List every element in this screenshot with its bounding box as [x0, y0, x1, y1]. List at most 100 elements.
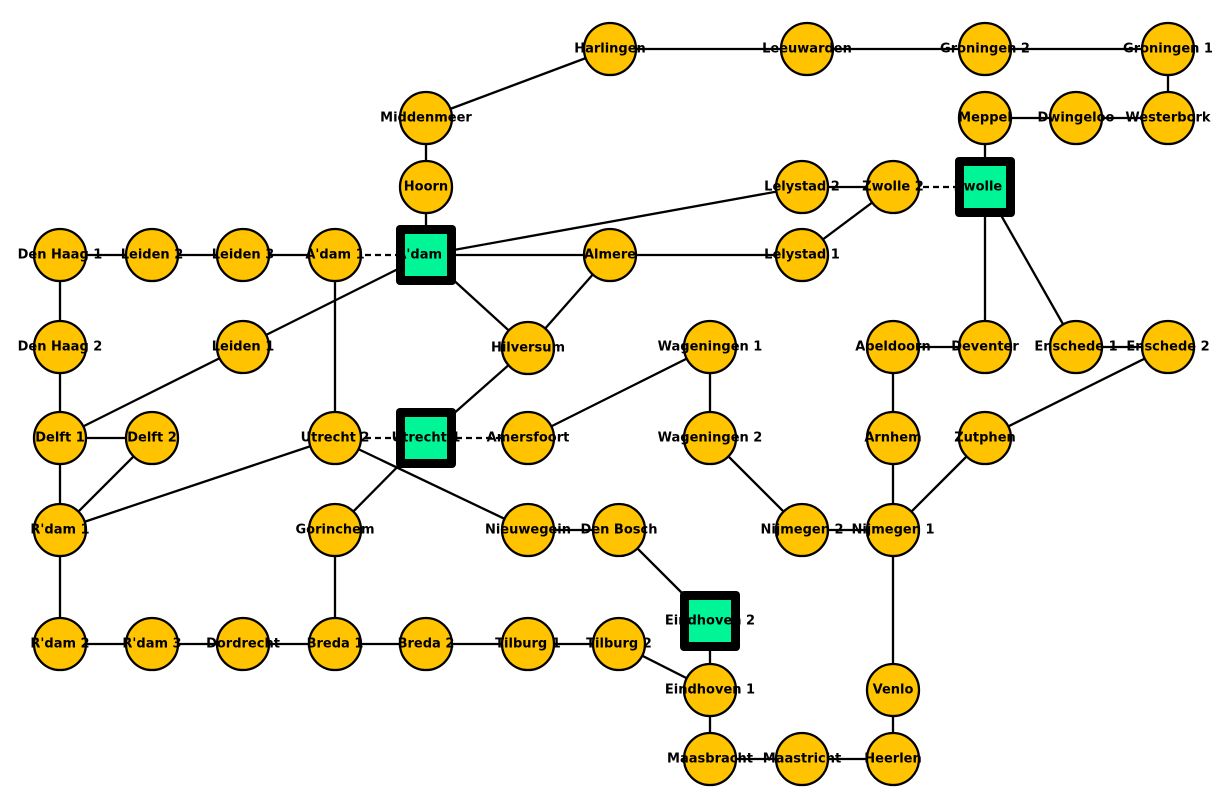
node-apeldoorn[interactable]: Apeldoorn — [855, 319, 931, 375]
node-rdam1[interactable]: R'dam 1 — [30, 502, 90, 558]
node-breda2[interactable]: Breda 2 — [398, 616, 455, 672]
station-circle — [682, 319, 738, 375]
node-utrecht2[interactable]: Utrecht 2 — [301, 410, 370, 466]
node-tilburg2[interactable]: Tilburg 2 — [586, 616, 652, 672]
station-circle — [124, 227, 180, 283]
node-enschede2[interactable]: Enschede 2 — [1126, 319, 1210, 375]
node-denhaag1[interactable]: Den Haag 1 — [18, 227, 103, 283]
node-groningen1[interactable]: Groningen 1 — [1123, 21, 1213, 77]
node-amersfoort[interactable]: Amersfoort — [487, 410, 570, 466]
node-label: Zwolle 2 — [862, 180, 924, 195]
node-label: Lelystad 2 — [764, 180, 840, 195]
node-label: Groningen 2 — [940, 42, 1030, 57]
node-zutphen[interactable]: Zutphen — [954, 410, 1016, 466]
node-venlo[interactable]: Venlo — [865, 662, 921, 718]
station-circle — [215, 319, 271, 375]
node-lelystad2[interactable]: Lelystad 2 — [764, 159, 840, 215]
node-tilburg1[interactable]: Tilburg 1 — [495, 616, 561, 672]
node-denbosch[interactable]: Den Bosch — [581, 502, 658, 558]
node-wageningen1[interactable]: Wageningen 1 — [658, 319, 763, 375]
station-circle — [865, 319, 921, 375]
edge-adam2-lelystad2 — [425, 185, 803, 257]
station-circle — [774, 502, 830, 558]
node-adam2[interactable]: A'dam 2 — [396, 225, 456, 285]
station-circle — [500, 320, 556, 376]
node-arnhem[interactable]: Arnhem — [864, 410, 922, 466]
station-circle — [307, 502, 363, 558]
node-label: Tilburg 1 — [495, 637, 561, 652]
node-denhaag2[interactable]: Den Haag 2 — [18, 319, 103, 375]
station-circle — [865, 662, 921, 718]
station-circle — [582, 21, 638, 77]
node-heerlen[interactable]: Heerlen — [864, 731, 922, 787]
node-groningen2[interactable]: Groningen 2 — [940, 21, 1030, 77]
node-label: Amersfoort — [487, 431, 570, 446]
nodes-layer: Harlingen Leeuwarden Groningen 2 Groningen … — [18, 21, 1213, 787]
node-hilversum[interactable]: Hilversum — [491, 320, 565, 376]
node-label: A'dam 1 — [305, 248, 364, 263]
station-circle — [500, 502, 556, 558]
node-zwolle1[interactable]: Zwolle 1 — [954, 157, 1016, 217]
node-label: Leiden 1 — [212, 340, 275, 355]
station-circle — [398, 616, 454, 672]
node-nieuwegein[interactable]: Nieuwegein — [485, 502, 571, 558]
node-rdam3[interactable]: R'dam 3 — [122, 616, 182, 672]
station-circle — [215, 227, 271, 283]
station-circle — [682, 731, 738, 787]
node-label: Utrecht 1 — [392, 431, 461, 446]
node-leiden1[interactable]: Leiden 1 — [212, 319, 275, 375]
node-lelystad1[interactable]: Lelystad 1 — [764, 227, 840, 283]
node-delft2[interactable]: Delft 2 — [124, 410, 180, 466]
node-gorinchem[interactable]: Gorinchem — [295, 502, 375, 558]
node-eindhoven2[interactable]: Eindhoven 2 — [665, 591, 755, 651]
node-middenmeer[interactable]: Middenmeer — [380, 90, 472, 146]
station-circle — [957, 21, 1013, 77]
station-circle — [124, 410, 180, 466]
node-zwolle2[interactable]: Zwolle 2 — [862, 159, 924, 215]
node-hoorn[interactable]: Hoorn — [398, 159, 454, 215]
station-circle — [398, 90, 454, 146]
station-circle — [1140, 90, 1196, 146]
node-leiden2[interactable]: Leiden 2 — [121, 227, 184, 283]
node-dwingeloo[interactable]: Dwingeloo — [1038, 90, 1115, 146]
node-rdam2[interactable]: R'dam 2 — [30, 616, 90, 672]
node-label: Nijmegen 1 — [851, 523, 934, 538]
node-enschede1[interactable]: Enschede 1 — [1034, 319, 1118, 375]
node-harlingen[interactable]: Harlingen — [574, 21, 646, 77]
node-label: Zwolle 1 — [954, 180, 1016, 195]
node-westerbork[interactable]: Westerbork — [1125, 90, 1211, 146]
node-label: Enschede 1 — [1034, 340, 1117, 355]
edge-amersfoort-wageningen1 — [527, 345, 711, 440]
node-delft1[interactable]: Delft 1 — [32, 410, 88, 466]
node-wageningen2[interactable]: Wageningen 2 — [658, 410, 763, 466]
node-eindhoven1[interactable]: Eindhoven 1 — [665, 662, 755, 718]
node-utrecht1[interactable]: Utrecht 1 — [392, 408, 461, 468]
node-label: Wageningen 1 — [658, 340, 763, 355]
node-label: Tilburg 2 — [586, 637, 652, 652]
node-maastricht[interactable]: Maastricht — [763, 731, 841, 787]
node-label: Utrecht 2 — [301, 431, 370, 446]
node-label: Nijmegen 2 — [760, 523, 843, 538]
station-circle — [32, 319, 88, 375]
station-circle — [215, 616, 271, 672]
node-dordrecht[interactable]: Dordrecht — [206, 616, 280, 672]
node-leiden3[interactable]: Leiden 3 — [212, 227, 275, 283]
node-adam1[interactable]: A'dam 1 — [305, 227, 365, 283]
node-breda1[interactable]: Breda 1 — [307, 616, 364, 672]
node-label: Breda 2 — [398, 637, 455, 652]
station-circle — [865, 502, 921, 558]
node-label: Lelystad 1 — [764, 248, 840, 263]
node-meppel[interactable]: Meppel — [957, 90, 1013, 146]
node-nijmegen2[interactable]: Nijmegen 2 — [760, 502, 844, 558]
node-almere[interactable]: Almere — [582, 227, 638, 283]
node-nijmegen1[interactable]: Nijmegen 1 — [851, 502, 935, 558]
node-label: Westerbork — [1125, 111, 1211, 126]
node-leeuwarden[interactable]: Leeuwarden — [762, 21, 852, 77]
station-circle — [32, 502, 88, 558]
node-label: R'dam 2 — [30, 637, 89, 652]
node-maasbracht[interactable]: Maasbracht — [667, 731, 753, 787]
node-label: Leeuwarden — [762, 42, 852, 57]
station-circle — [32, 227, 88, 283]
node-label: A'dam 2 — [396, 248, 455, 263]
node-deventer[interactable]: Deventer — [951, 319, 1019, 375]
